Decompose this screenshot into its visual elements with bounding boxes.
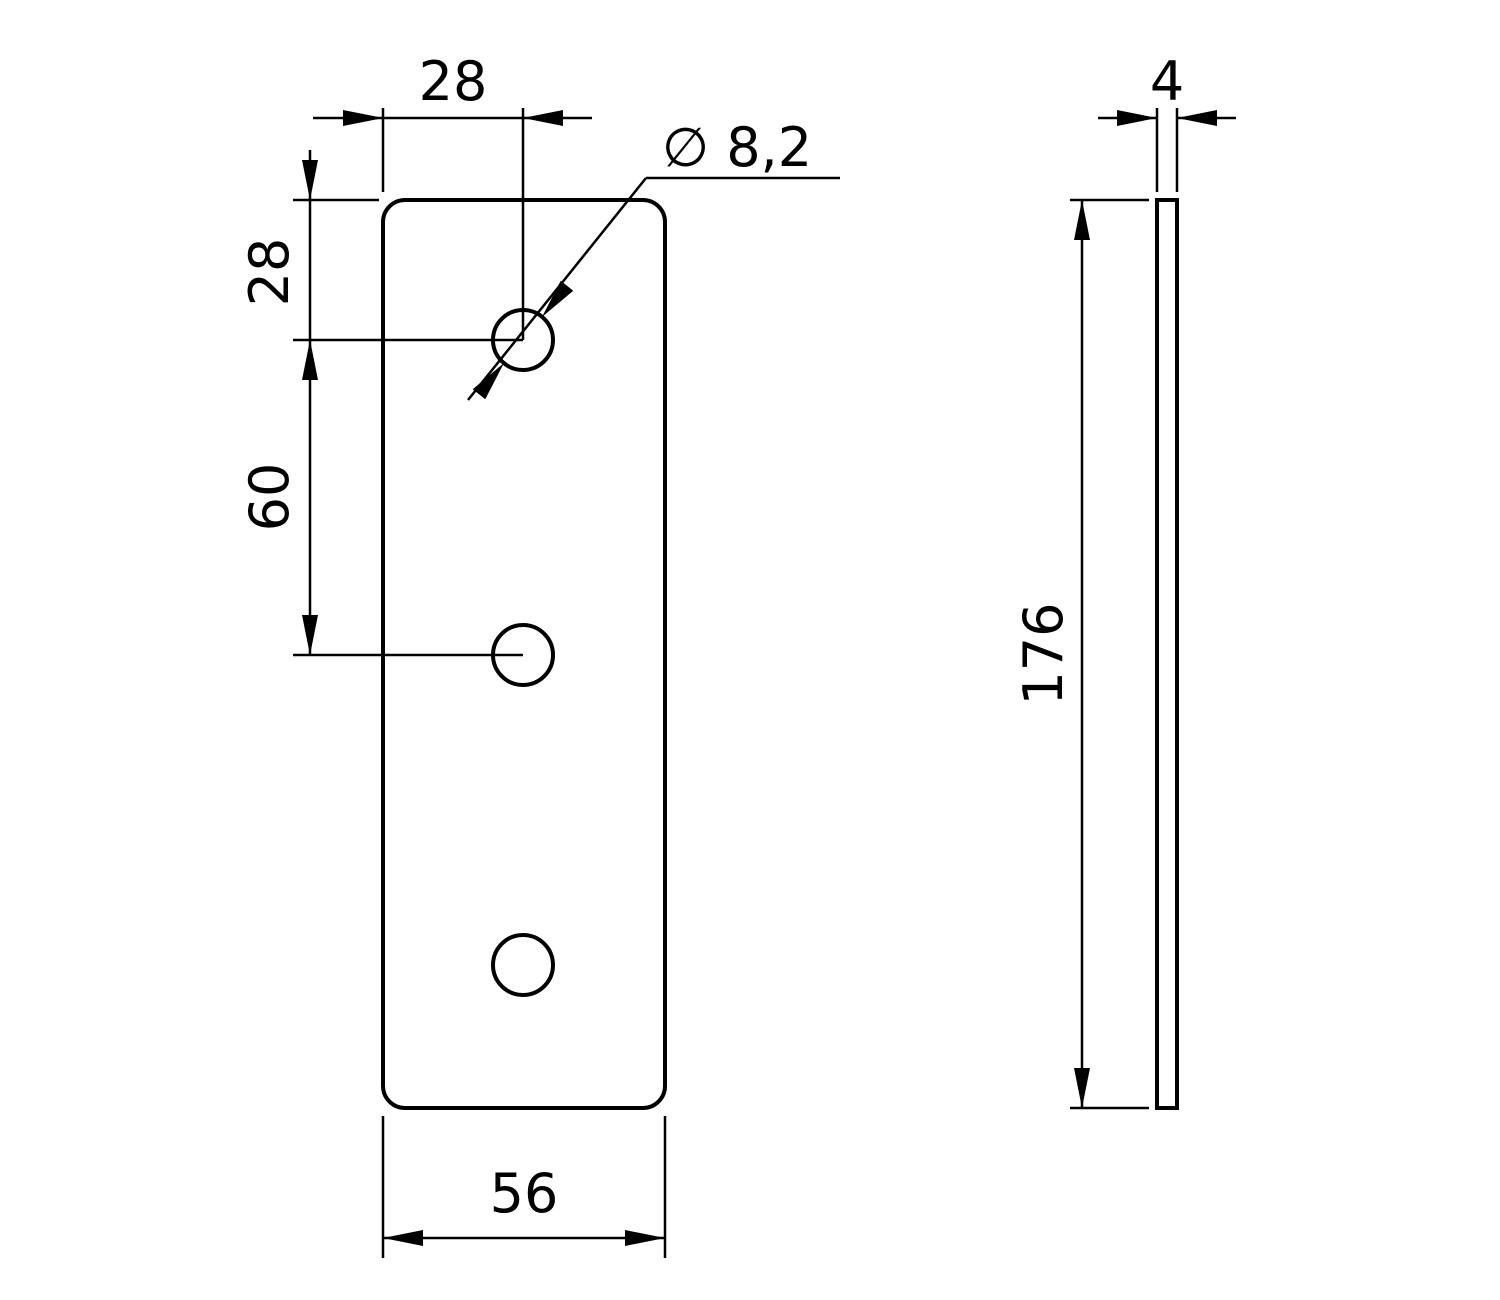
arrowhead	[302, 615, 318, 655]
dimension-arrowheads	[302, 110, 1217, 1246]
hole-bottom	[491, 933, 555, 997]
dimension-lines	[293, 108, 1236, 1258]
arrowhead	[1074, 200, 1090, 240]
arrowhead	[625, 1230, 665, 1246]
dim-label-thickness: 4	[1150, 50, 1184, 113]
dim-label-top-width: 28	[419, 50, 488, 113]
side-view-plate-outline	[1155, 198, 1179, 1110]
dim-label-overall-width: 56	[490, 1162, 559, 1225]
arrowhead	[383, 1230, 423, 1246]
arrowhead	[1074, 1068, 1090, 1108]
dimension-labels: 28 28 60 56 ∅ 8,2 4 176	[238, 50, 1184, 1225]
arrowhead	[302, 160, 318, 200]
dim-label-hole-spacing: 60	[238, 463, 301, 532]
dim-label-side-height: 176	[1012, 602, 1075, 705]
arrowhead	[302, 340, 318, 380]
dim-label-hole-diameter: ∅ 8,2	[662, 116, 812, 179]
dim-label-top-to-hole: 28	[238, 238, 301, 307]
arrowhead	[523, 110, 563, 126]
arrowhead	[343, 110, 383, 126]
